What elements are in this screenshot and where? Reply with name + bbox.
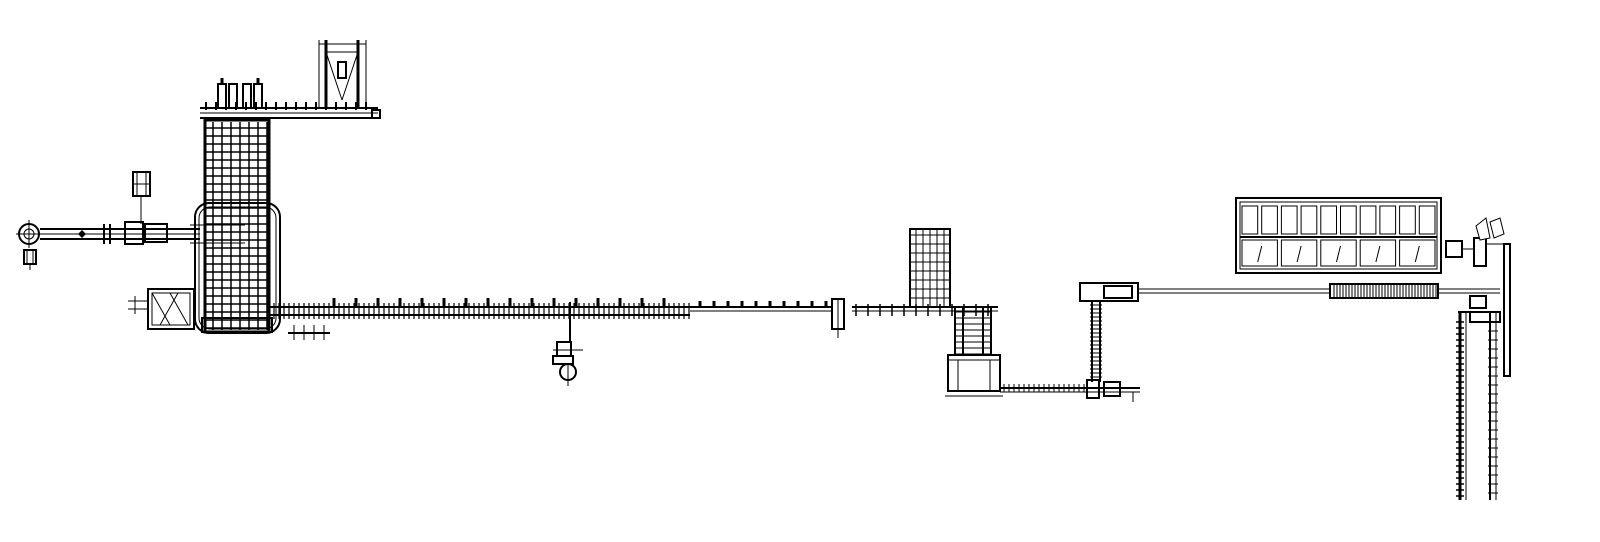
right-upper-device <box>1445 217 1511 377</box>
control-panel-cabinet <box>1235 197 1442 274</box>
main-grid-tower <box>194 118 281 334</box>
middle-grid-frame <box>909 228 951 308</box>
main-roller-conveyor <box>270 298 998 340</box>
hanging-drive-unit <box>552 302 583 386</box>
lower-left-hopper <box>128 288 195 330</box>
lower-link-conveyor <box>1000 379 1140 402</box>
upper-hoist-frame <box>318 40 367 108</box>
right-vertical-conveyor <box>1456 311 1501 500</box>
center-turret-machine <box>945 306 1003 397</box>
top-gantry-conveyor <box>200 78 381 119</box>
long-pipe-conveyor <box>1138 283 1500 299</box>
left-rotary-machine <box>16 220 42 270</box>
left-feed-arm <box>40 171 245 245</box>
vertical-transfer-column <box>1079 282 1139 382</box>
